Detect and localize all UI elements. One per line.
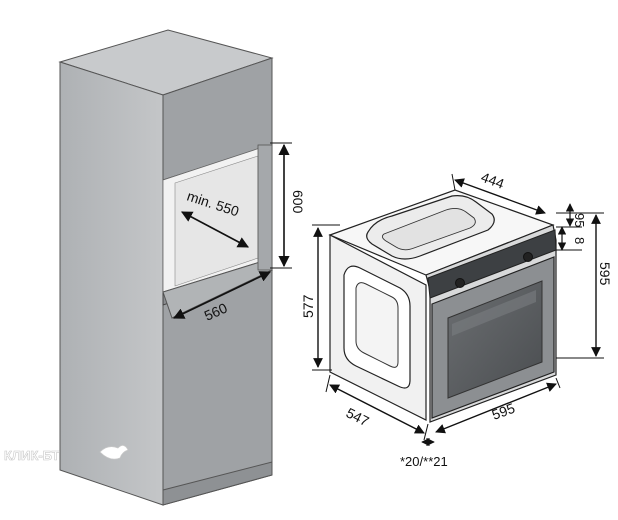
oven-height-total-label: 595 <box>597 262 613 286</box>
oven-width-label: 595 <box>490 400 518 423</box>
panel-height-b-label: 8 <box>572 237 587 244</box>
niche-right-pillar <box>257 144 273 271</box>
oven-door-glass <box>447 280 543 399</box>
oven-depth-label: 547 <box>344 404 372 429</box>
oven-knob-left <box>455 278 465 288</box>
tall-cabinet <box>58 29 274 506</box>
oven-depth-arrow <box>329 384 425 434</box>
oven-door-glass-highlight <box>452 290 536 336</box>
oven-depth-top-arrow <box>454 178 546 215</box>
cabinet-plinth <box>162 461 273 506</box>
oven-width-arrow <box>435 382 557 434</box>
oven-width-ext <box>555 377 561 389</box>
cabinet-left-side <box>59 61 164 506</box>
panel-height-a-label: 95 <box>572 213 587 227</box>
watermark: КЛИК-БТ <box>4 445 129 463</box>
oven-depth-top-label: 444 <box>479 169 507 192</box>
oven-depth-top-ext-a <box>451 173 456 191</box>
oven-knob-right <box>523 252 533 262</box>
oven-dimensions: 444 95 8 595 577 547 595 *20/**21 <box>300 169 613 469</box>
watermark-bird-icon <box>99 445 129 460</box>
oven-body-height-label: 577 <box>300 294 316 318</box>
watermark-text: КЛИК-БТ <box>4 448 60 463</box>
oven-side-cutout-inner <box>355 282 399 368</box>
front-thickness-label: *20/**21 <box>400 454 448 469</box>
niche-height-label: 600 <box>290 190 306 214</box>
niche-width-arrow <box>172 271 272 319</box>
oven-depth-ext-b <box>423 423 429 441</box>
oven <box>328 189 557 423</box>
oven-depth-ext-a <box>325 374 331 393</box>
niche-depth-arrow <box>181 211 249 248</box>
